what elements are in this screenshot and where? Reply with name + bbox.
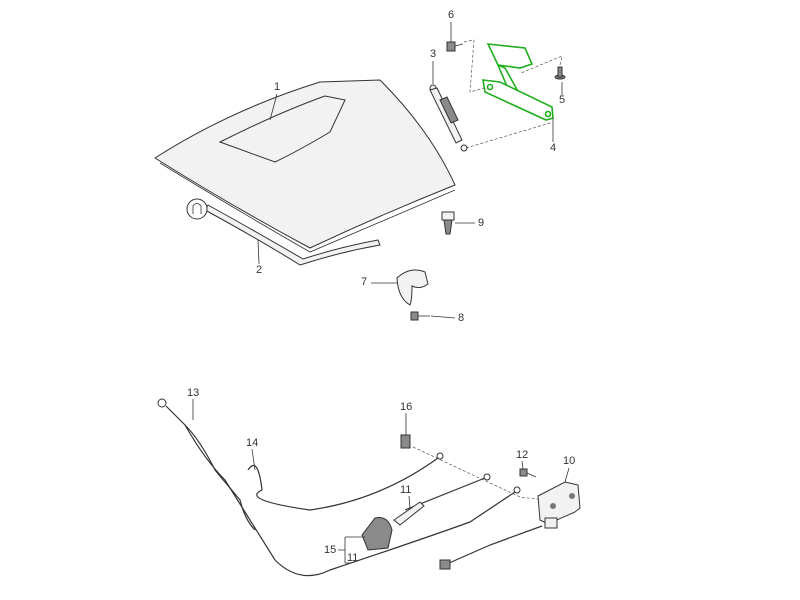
clip-symbol-icon bbox=[186, 198, 208, 220]
callout-14[interactable]: 14 bbox=[246, 437, 259, 449]
callout-3[interactable]: 3 bbox=[430, 48, 437, 60]
front-lid[interactable] bbox=[154, 79, 456, 253]
rubber-buffer[interactable] bbox=[441, 211, 455, 235]
seal-strip[interactable] bbox=[204, 204, 381, 266]
lid-bracket[interactable] bbox=[396, 269, 430, 321]
release-handle[interactable] bbox=[361, 517, 393, 551]
clip-16[interactable] bbox=[400, 434, 411, 449]
callout-13[interactable]: 13 bbox=[187, 387, 200, 399]
callout-4[interactable]: 4 bbox=[550, 142, 557, 154]
cable-loop[interactable] bbox=[247, 452, 543, 568]
release-cable[interactable] bbox=[157, 398, 471, 577]
bolt-12[interactable] bbox=[519, 468, 537, 478]
callout-8[interactable]: 8 bbox=[458, 312, 465, 324]
callout-2[interactable]: 2 bbox=[256, 264, 263, 276]
callout-6[interactable]: 6 bbox=[448, 9, 455, 21]
callout-10[interactable]: 10 bbox=[563, 455, 576, 467]
callout-15[interactable]: 15 bbox=[324, 544, 337, 556]
connector[interactable] bbox=[439, 559, 451, 570]
callout-16[interactable]: 16 bbox=[400, 401, 413, 413]
lid-hinge[interactable] bbox=[482, 43, 554, 121]
callout-11-lever[interactable]: 11 bbox=[400, 484, 412, 496]
callout-7[interactable]: 7 bbox=[361, 276, 368, 288]
bolt-5[interactable] bbox=[554, 66, 566, 80]
bolt-6[interactable] bbox=[446, 41, 464, 52]
callout-11-handle[interactable]: 11 bbox=[347, 552, 359, 564]
callout-12[interactable]: 12 bbox=[516, 449, 529, 461]
gas-strut[interactable] bbox=[429, 84, 468, 152]
callout-9[interactable]: 9 bbox=[478, 217, 485, 229]
callout-1[interactable]: 1 bbox=[274, 81, 281, 93]
callout-5[interactable]: 5 bbox=[559, 94, 566, 106]
lid-lock[interactable] bbox=[537, 481, 581, 529]
release-lever[interactable] bbox=[393, 501, 425, 526]
